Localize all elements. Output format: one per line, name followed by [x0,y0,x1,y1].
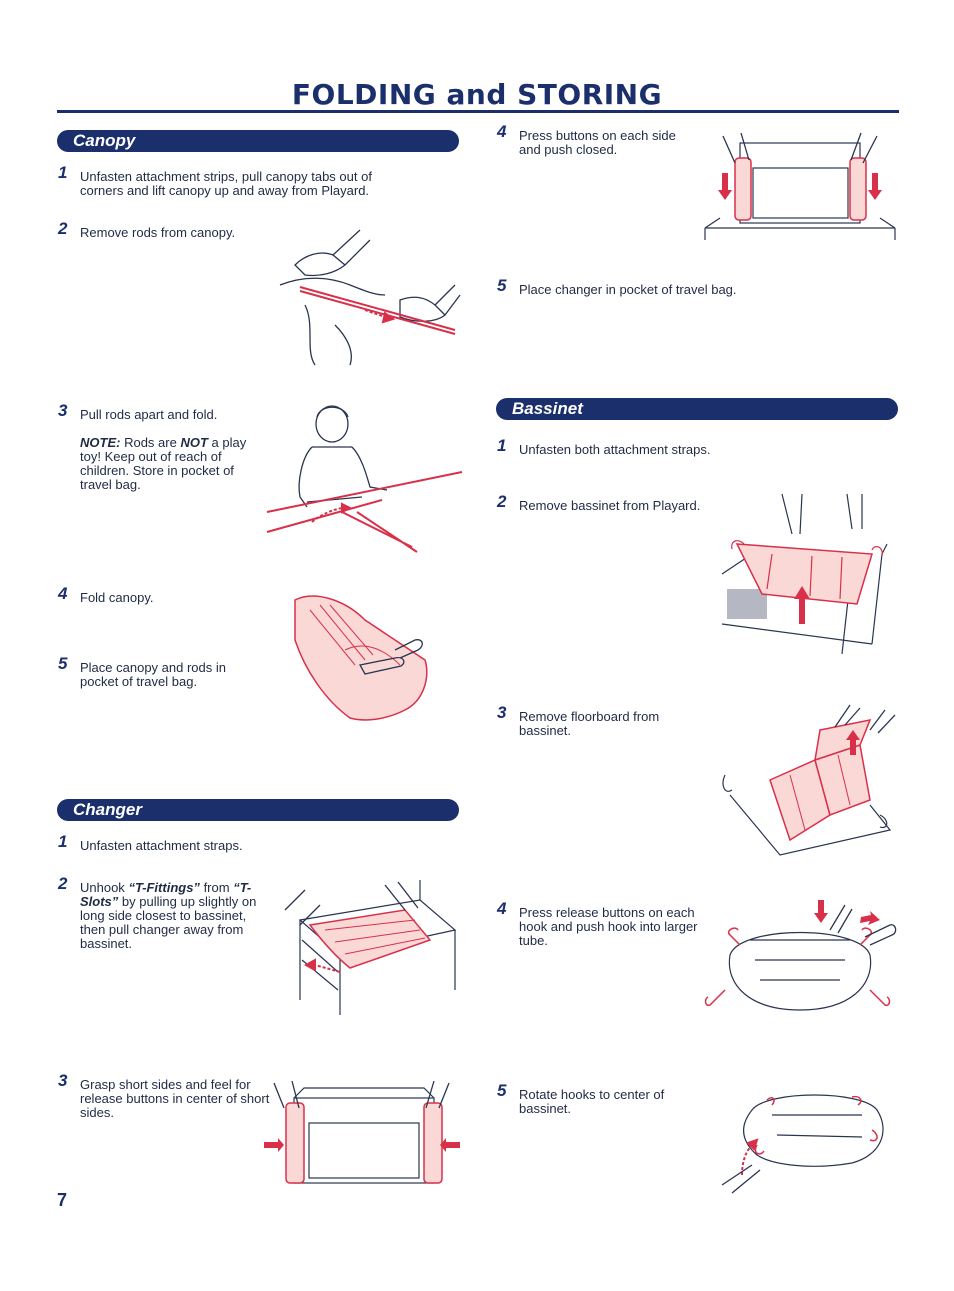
step-text: Pull rods apart and fold. [80,407,218,422]
step-number: 5 [497,1081,507,1100]
note-label: NOTE: [80,435,121,450]
term-t-slots: “T-Slots” [80,880,252,909]
remove-floorboard-illustration [722,704,896,856]
step-text: Remove bassinet from Playard. [519,498,701,513]
note-text-b: a play toy! Keep out of reach of childre… [80,435,247,492]
changer-heading: Changer [57,799,459,821]
close-changer-illustration [704,132,896,240]
note-emphasis: NOT [180,435,208,450]
text-pre: Unhook [80,880,125,895]
step-text: Unfasten attachment straps. [80,838,243,853]
step-number: 1 [58,832,68,851]
step-number: 2 [58,219,68,238]
changer-step-3: 3 Grasp short sides and feel for release… [58,1072,270,1120]
step-text: Place canopy and rods in pocket of trave… [80,660,226,689]
unhook-changer-illustration [284,880,457,1015]
term-t-fittings: “T-Fittings” [128,880,200,895]
remove-bassinet-illustration [721,493,888,655]
note-text-a: Rods are [124,435,177,450]
changer-step-2: 2 Unhook “T-Fittings” from “T-Slots” by … [58,875,270,951]
title-rule [57,110,899,113]
fold-rods-illustration [266,405,463,553]
release-hooks-illustration [704,900,897,1011]
step-number: 4 [58,584,68,603]
step-text: Press buttons on each side and push clos… [519,128,676,157]
canopy-step-1: 1 Unfasten attachment strips, pull canop… [58,164,410,198]
step-text: Remove rods from canopy. [80,225,236,240]
step-number: 2 [58,874,68,893]
text-mid: from [203,880,230,895]
step-text: Press release buttons on each hook and p… [519,905,698,948]
step-number: 1 [497,436,507,455]
step-text: Unfasten attachment strips, pull canopy … [80,169,372,198]
step-text: Remove floorboard from bassinet. [519,709,660,738]
canopy-step-4: 4 Fold canopy. [58,585,260,605]
step-number: 3 [58,1071,68,1090]
step-text: Place changer in pocket of travel bag. [519,282,737,297]
canopy-step-5: 5 Place canopy and rods in pocket of tra… [58,655,240,689]
bassinet-step-2: 2 Remove bassinet from Playard. [497,493,759,513]
changer-step-4: 4 Press buttons on each side and push cl… [497,123,699,157]
page-title: FOLDING and STORING [291,78,663,111]
step-number: 1 [58,163,68,182]
step-number: 4 [497,899,507,918]
grasp-changer-illustration [264,1080,460,1184]
canopy-step-2: 2 Remove rods from canopy. [58,220,270,240]
changer-step-5: 5 Place changer in pocket of travel bag. [497,277,779,297]
step-number: 5 [58,654,68,673]
bassinet-step-5: 5 Rotate hooks to center of bassinet. [497,1082,699,1116]
step-text: Unhook “T-Fittings” from “T-Slots” by pu… [80,881,270,951]
bassinet-step-4: 4 Press release buttons on each hook and… [497,900,709,948]
step-number: 3 [497,703,507,722]
bassinet-step-3: 3 Remove floorboard from bassinet. [497,704,689,738]
remove-rods-illustration [279,229,461,366]
canopy-safety-note: NOTE: Rods are NOT a play toy! Keep out … [80,436,260,492]
bassinet-heading: Bassinet [496,398,898,420]
step-text: Rotate hooks to center of bassinet. [519,1087,665,1116]
step-number: 4 [497,122,507,141]
rotate-hooks-illustration [721,1094,884,1194]
step-text: Fold canopy. [80,590,154,605]
changer-step-1: 1 Unfasten attachment straps. [58,833,270,853]
step-text: Grasp short sides and feel for release b… [80,1077,270,1120]
fold-canopy-illustration [294,595,428,721]
step-number: 5 [497,276,507,295]
step-number: 3 [58,401,68,420]
step-number: 2 [497,492,507,511]
page-number: 7 [57,1190,68,1210]
text-post: by pulling up slightly on long side clos… [80,894,257,951]
canopy-step-3: 3 Pull rods apart and fold. [58,402,260,422]
bassinet-step-1: 1 Unfasten both attachment straps. [497,437,759,457]
step-text: Unfasten both attachment straps. [519,442,711,457]
canopy-heading: Canopy [57,130,459,152]
